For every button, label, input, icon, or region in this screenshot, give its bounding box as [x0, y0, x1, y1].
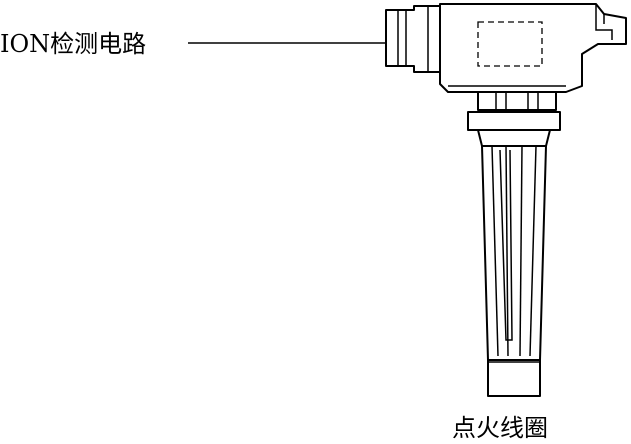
connector-plug — [385, 5, 441, 73]
coil-boot-tip — [487, 359, 541, 397]
coil-tube — [481, 145, 547, 361]
ion-circuit-label: ION检测电路 — [0, 30, 146, 58]
coil-flange — [467, 111, 561, 131]
coil-head-body — [439, 3, 627, 93]
coil-collar — [477, 129, 551, 147]
ignition-coil-label: 点火线圈 — [452, 414, 548, 442]
ion-circuit-region — [477, 21, 543, 67]
coil-neck — [477, 91, 557, 111]
